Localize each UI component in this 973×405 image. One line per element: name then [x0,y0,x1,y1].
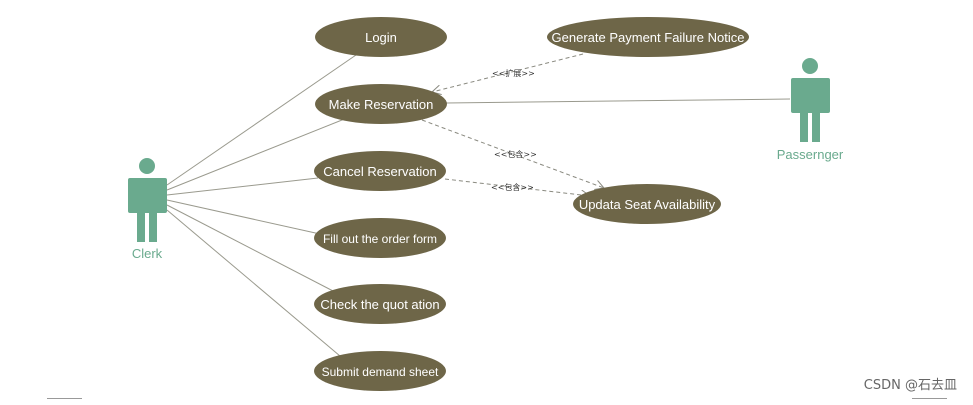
assoc-passenger-make-reservation [445,98,791,104]
usecase-login[interactable]: Login [315,17,447,57]
include-label-1: <<包含>> [494,149,537,159]
usecase-check-quotation-label: Check the quot ation [320,297,439,312]
assoc-clerk-fill-order [166,199,321,235]
usecase-cancel-reservation-label: Cancel Reservation [323,164,436,179]
usecase-fill-order[interactable]: Fill out the order form [314,218,446,258]
actor-clerk[interactable]: Clerk [128,158,167,261]
assoc-clerk-cancel-reservation [166,177,319,196]
usecase-update-seat[interactable]: Updata Seat Availability [573,184,721,224]
dependency-relations [421,53,604,196]
usecase-submit-demand-label: Submit demand sheet [322,365,439,379]
actor-passenger-label: Passernger [777,147,844,162]
usecase-make-reservation[interactable]: Make Reservation [315,84,447,124]
usecase-login-label: Login [365,30,397,45]
usecase-payment-failure[interactable]: Generate Payment Failure Notice [547,17,749,57]
usecase-make-reservation-label: Make Reservation [329,97,434,112]
page-corner-left [47,398,82,399]
include-label-2: <<包含>> [491,182,534,192]
watermark: CSDN @石去皿 [863,378,957,393]
assoc-clerk-make-reservation [166,117,348,191]
include-arrow-make [421,119,604,188]
stick-figure-icon [128,158,167,242]
clerk-associations [166,54,357,357]
assoc-clerk-login [166,54,357,186]
actor-clerk-label: Clerk [132,246,163,261]
usecase-update-seat-label: Updata Seat Availability [579,197,716,212]
usecase-check-quotation[interactable]: Check the quot ation [314,284,446,324]
page-corner-right [912,398,947,399]
usecase-submit-demand[interactable]: Submit demand sheet [314,351,446,391]
assoc-clerk-check-quotation [166,204,336,293]
usecase-payment-failure-label: Generate Payment Failure Notice [552,30,745,45]
extend-label: <<扩展>> [492,68,535,78]
actor-passenger[interactable]: Passernger [777,58,844,162]
usecase-fill-order-label: Fill out the order form [323,232,437,246]
stick-figure-icon [791,58,830,142]
assoc-clerk-submit-demand [166,209,341,357]
extend-arrow [432,53,584,92]
usecase-cancel-reservation[interactable]: Cancel Reservation [314,151,446,191]
include-arrow-cancel [444,178,590,196]
